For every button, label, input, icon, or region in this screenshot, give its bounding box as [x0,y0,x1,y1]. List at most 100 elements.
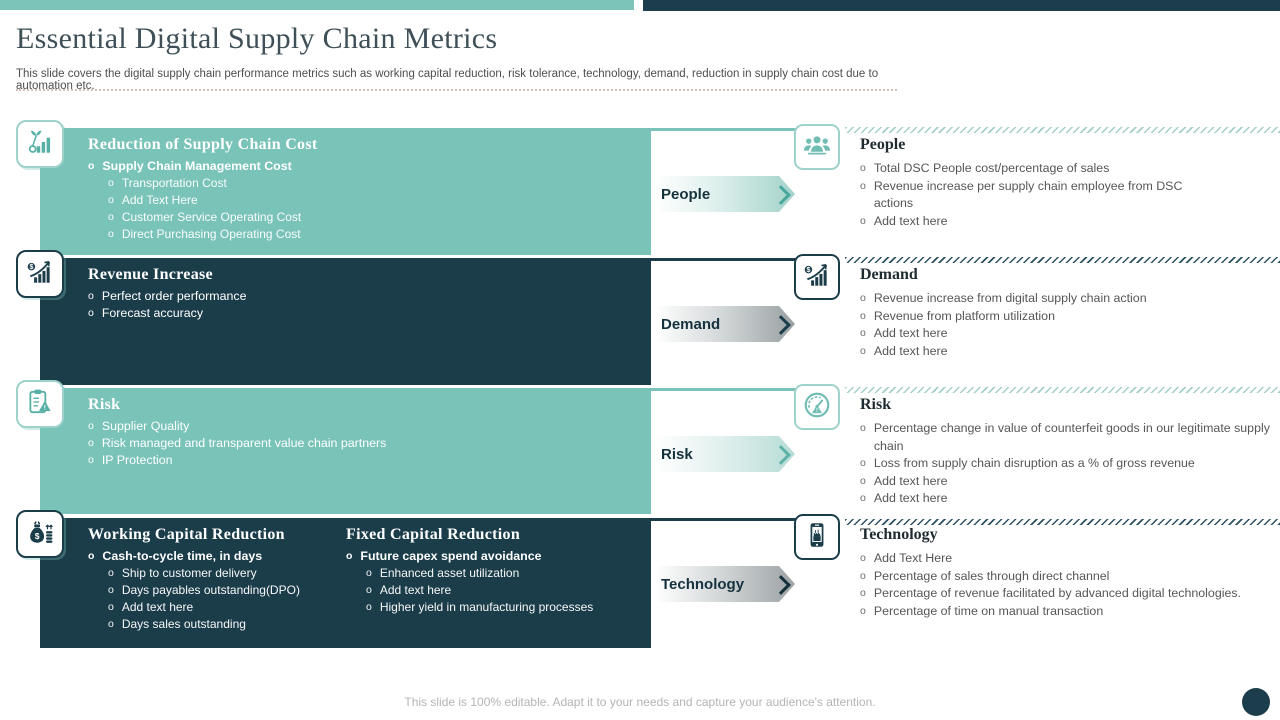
demand-chart-icon: $ [802,260,832,295]
connector-hline [648,128,800,131]
bullet-text: Percentage of revenue facilitated by adv… [873,586,1241,600]
hatch-divider [845,127,1280,133]
bullet-marker: o [108,601,114,613]
flow-arrow-demand: Demand [655,306,795,342]
money-bag-icon: $ [25,517,55,552]
bullet-text: Ship to customer delivery [121,566,257,580]
bullet-text: Forecast accuracy [101,306,204,320]
bullet-item: o Direct Purchasing Operating Cost [108,226,638,243]
flow-arrow-people: People [655,176,795,212]
left-panel-heading: Risk [88,396,121,413]
connector-vline [648,258,651,385]
bullet-marker: o [108,194,114,206]
bullet-text: Add text here [873,491,948,505]
bullet-marker: o [860,422,866,434]
bullet-marker: o [860,474,866,487]
flow-arrow-technology: Technology [655,566,795,602]
right-section-heading: Risk [860,396,892,413]
bullet-marker: o [860,552,866,564]
bullet-text: Supply Chain Management Cost [102,159,292,173]
flow-arrow-label: Demand [661,315,721,333]
bullet-marker: o [366,601,372,613]
bullet-marker: o [366,567,372,579]
bullet-marker: o [108,177,114,189]
bullet-text: Days payables outstanding(DPO) [121,583,300,597]
bullet-text: Revenue from platform utilization [873,308,1055,323]
bullet-text: Customer Service Operating Cost [121,210,302,224]
bullet-item: o Revenue increase per supply chain emplo… [860,178,1190,213]
bullet-text: Perfect order performance [101,289,247,303]
bullet-text: Revenue increase from digital supply cha… [873,291,1147,305]
bullet-text: Enhanced asset utilization [379,566,520,580]
bullet-item: o Transportation Cost [108,175,638,192]
bullet-item: o Percentage of revenue facilitated by ad… [860,585,1260,603]
right-icon-box [794,514,840,560]
bullet-marker: o [88,160,95,172]
bullet-text: Add Text Here [873,551,953,565]
bullet-item: o Perfect order performance [88,288,638,305]
bullet-list: o Future capex spend avoidance o Enhanced a… [346,548,638,616]
bullet-text: Add text here [873,343,948,358]
bullet-marker: o [860,214,866,227]
connector-vline [648,388,651,514]
left-panel-heading: Reduction of Supply Chain Cost [88,136,318,153]
bullet-text: Risk managed and transparent value chain… [101,436,387,450]
bullet-marker: o [108,228,114,240]
svg-text:$: $ [35,530,40,540]
svg-text:$: $ [806,267,810,274]
left-panel-heading: Working Capital Reduction [88,526,285,543]
bullet-marker: o [860,327,866,339]
bullet-marker: o [108,584,114,596]
bullet-marker: o [860,162,866,174]
connector-hline [648,258,800,261]
bullet-marker: o [88,420,94,432]
bullet-text: Days sales outstanding [121,617,246,631]
bullet-text: Future capex spend avoidance [360,549,542,563]
bullet-marker: o [860,179,866,192]
bullet-text: Add text here [873,473,948,488]
bullet-marker: o [860,587,866,599]
connector-hline [648,388,800,391]
hatch-divider [845,387,1280,393]
bullet-text: Revenue increase per supply chain employ… [873,178,1183,211]
bullet-text: Percentage of time on manual transaction [873,603,1104,618]
growth-bars-icon [25,127,55,162]
bullet-list: o Percentage change in value of counterfe… [860,420,1278,508]
bullet-text: Higher yield in manufacturing processes [379,600,594,614]
bullet-text: Direct Purchasing Operating Cost [121,227,301,241]
bullet-marker: o [88,454,94,466]
bullet-marker: o [860,569,866,582]
bullet-text: Total DSC People cost/percentage of sale… [873,161,1110,175]
left-icon-box: ! [16,380,64,428]
right-section-heading: Demand [860,266,918,283]
bullet-marker: o [88,290,94,302]
bullet-list: o Revenue increase from digital supply ch… [860,290,1280,360]
footer-note: This slide is 100% editable. Adapt it to… [404,695,876,709]
bullet-text: Transportation Cost [121,176,227,190]
left-icon-box: $ [16,510,64,558]
svg-text:$: $ [29,264,33,271]
svg-text:!: ! [44,404,46,411]
bullet-marker: o [108,211,114,223]
subtitle-divider [16,89,897,91]
bullet-text: Percentage change in value of counterfei… [873,421,1270,453]
